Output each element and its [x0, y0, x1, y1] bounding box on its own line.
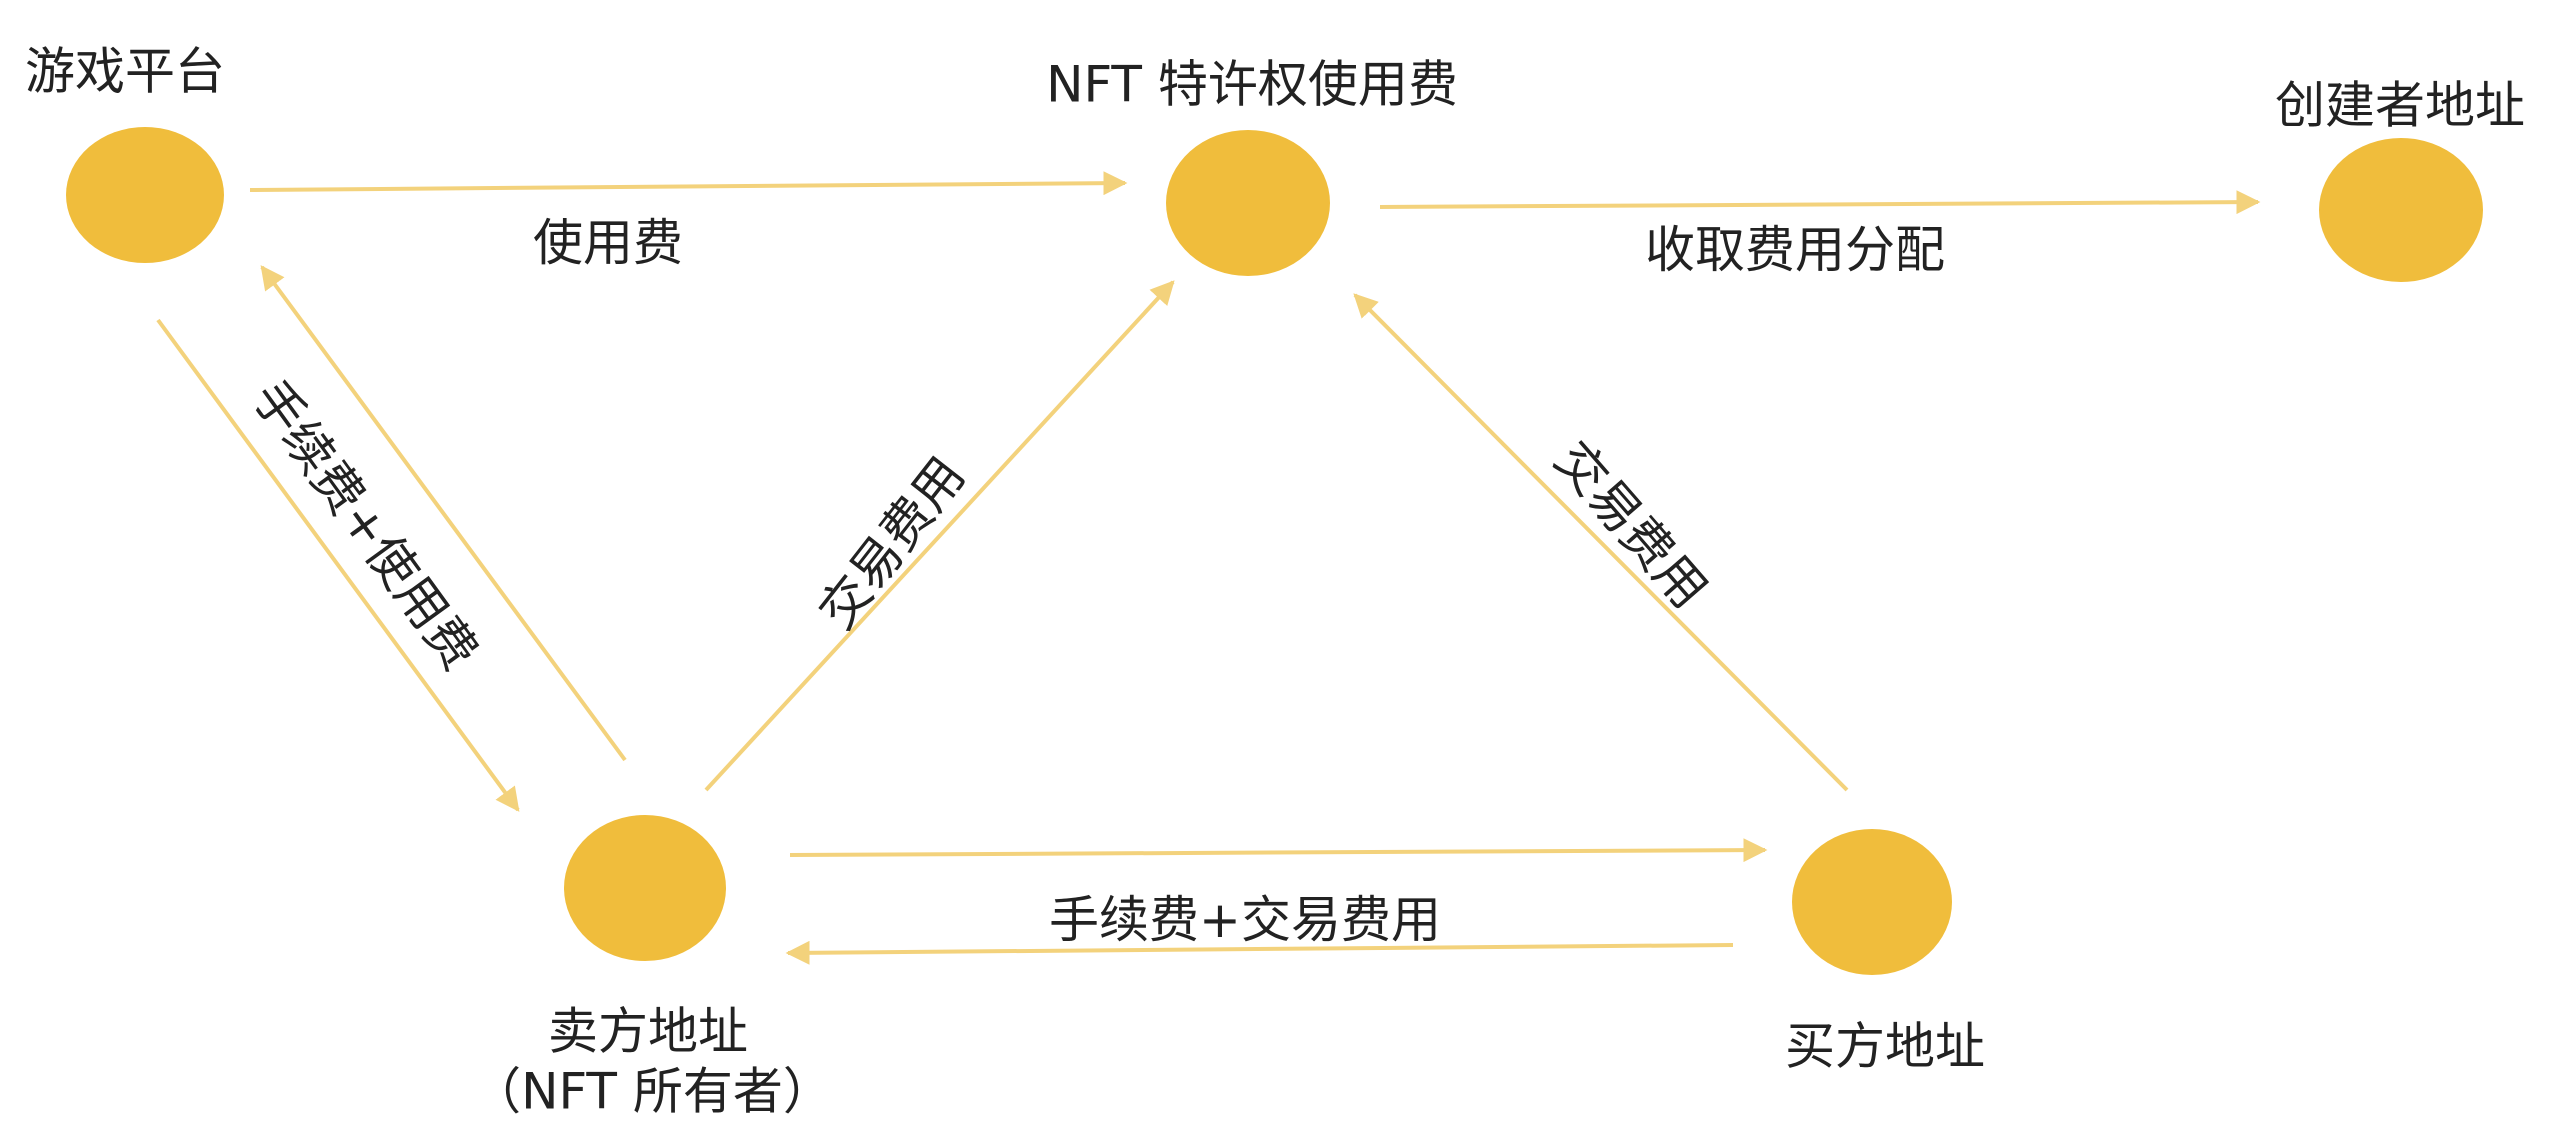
node-buyer-address [1792, 829, 1952, 975]
edge-label-usage-fee: 使用费 [533, 214, 683, 272]
arrow-royalty-to-creator [1379, 190, 2261, 215]
node-creator-address [2319, 138, 2483, 282]
node-label-seller-address: 卖方地址 [548, 1002, 748, 1061]
node-label-game-platform: 游戏平台 [25, 42, 225, 101]
node-game-platform [66, 127, 224, 263]
edge-label-fee-distribution: 收取费用分配 [1645, 221, 1945, 279]
edge-label-commission-transaction-fee: 手续费+交易费用 [1049, 891, 1441, 949]
node-label-buyer-address: 买方地址 [1785, 1017, 1985, 1076]
arrow-seller-to-platform [260, 265, 627, 762]
arrow-seller-to-royalty [704, 280, 1175, 792]
arrow-platform-to-seller [156, 318, 520, 812]
arrow-platform-to-royalty [249, 171, 1128, 196]
arrow-seller-to-buyer [789, 838, 1768, 863]
node-nft-royalty [1166, 130, 1330, 276]
node-label-nft-royalty: NFT 特许权使用费 [1046, 55, 1458, 114]
arrow-buyer-to-seller [785, 940, 1734, 965]
node-sublabel-seller-owner: （NFT 所有者） [471, 1062, 833, 1121]
arrow-buyer-to-royalty [1353, 293, 1849, 792]
node-label-creator-address: 创建者地址 [2275, 76, 2525, 135]
node-seller-address [564, 815, 726, 961]
